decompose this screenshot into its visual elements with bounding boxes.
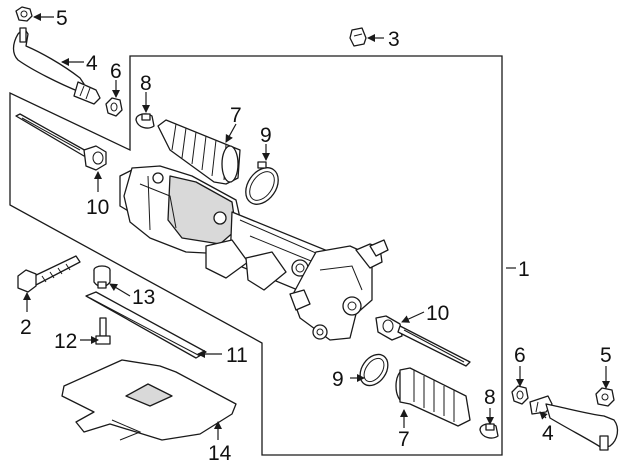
callout-8-bottom: 8 <box>484 386 496 409</box>
rack-boot-lower[interactable] <box>395 367 471 427</box>
rack-boot-upper[interactable] <box>157 119 241 185</box>
callout-11: 11 <box>226 344 248 367</box>
callout-6-bottom: 6 <box>514 344 526 367</box>
callout-3: 3 <box>388 28 400 51</box>
callout-5-top: 5 <box>56 7 68 30</box>
callout-1: 1 <box>518 258 530 281</box>
callout-labels: 5 4 6 8 7 9 3 10 1 2 13 12 11 10 9 7 8 6… <box>20 7 612 465</box>
callout-8-top: 8 <box>140 72 152 95</box>
boot-clamp-ring-lower[interactable] <box>354 349 393 391</box>
boot-clamp-lower[interactable] <box>479 423 499 439</box>
callout-12: 12 <box>54 330 77 353</box>
retaining-clip[interactable] <box>349 27 367 47</box>
callout-10-left: 10 <box>86 196 109 219</box>
jam-nut-left[interactable] <box>105 97 123 117</box>
boot-clamp-ring-upper[interactable] <box>239 161 285 211</box>
callout-9-bottom: 9 <box>332 368 344 391</box>
callout-4-bottom: 4 <box>542 422 554 445</box>
inner-tie-rod-right[interactable] <box>375 315 471 367</box>
jam-nut-right[interactable] <box>511 385 529 405</box>
bolt-12[interactable] <box>95 317 111 345</box>
stud-bolt-13[interactable] <box>93 265 111 289</box>
callout-7-top: 7 <box>230 104 242 127</box>
callout-9-top: 9 <box>260 124 272 147</box>
inner-tie-rod-left[interactable] <box>15 113 107 171</box>
callout-13: 13 <box>132 286 155 309</box>
mounting-bolt[interactable] <box>17 255 81 293</box>
callout-7-bottom: 7 <box>398 428 410 451</box>
callout-10-right: 10 <box>426 302 449 325</box>
callout-4-top: 4 <box>86 52 98 75</box>
callout-6-top: 6 <box>110 60 122 83</box>
callout-2: 2 <box>20 316 32 339</box>
splash-shield[interactable] <box>61 359 237 441</box>
outer-tie-rod-end-left[interactable] <box>12 27 101 105</box>
boot-clamp-upper[interactable] <box>135 113 155 129</box>
outer-tie-rod-end-right[interactable] <box>529 395 619 451</box>
steering-gear-assembly[interactable] <box>119 165 389 341</box>
nut-top-left[interactable] <box>15 6 33 22</box>
callout-5-bottom: 5 <box>600 344 612 367</box>
callout-14: 14 <box>208 442 232 465</box>
heat-shield-strip[interactable] <box>85 291 207 359</box>
leader-lines <box>23 13 610 440</box>
assembly-frame <box>9 55 503 456</box>
nut-bottom-right[interactable] <box>595 387 615 407</box>
